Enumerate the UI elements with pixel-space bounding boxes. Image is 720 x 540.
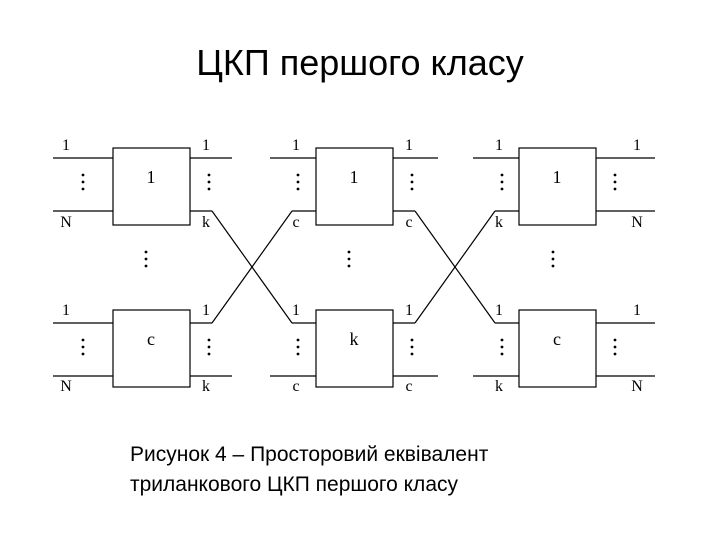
figure-caption: Рисунок 4 – Просторовий еквівалент трила… <box>130 440 590 500</box>
stage1-bottom-block-label: c <box>147 329 155 349</box>
stage1-top-in-top-label: 1 <box>62 137 70 154</box>
ellipsis-stage1-top-out <box>207 173 211 191</box>
link-2-3-up <box>414 210 496 324</box>
stage1-top-in-bottom-label: N <box>60 214 72 231</box>
ellipsis-stage1-bottom-in <box>81 338 85 356</box>
stage3-top-block-label: 1 <box>553 167 562 187</box>
stage3-bottom-in-top-label: 1 <box>495 302 503 319</box>
stage3-top-out-bottom-label: N <box>631 214 643 231</box>
stage3-top-in-top-label: 1 <box>495 137 503 154</box>
stage1-bottom-in-top-label: 1 <box>62 302 70 319</box>
ellipsis-stage3-bottom-out <box>613 338 617 356</box>
stage1-top-block-label: 1 <box>147 167 156 187</box>
stage1-top-block <box>112 147 191 226</box>
ellipsis-stage1-top-in <box>81 173 85 191</box>
ellipsis-stage3-top-out <box>613 173 617 191</box>
stage1-top-out-bottom-label: k <box>202 214 210 231</box>
stage2-bottom-in-bottom-label: c <box>292 378 299 395</box>
stage1-bottom-out-top-label: 1 <box>202 302 210 319</box>
stage2-top-in-bottom-label: c <box>292 214 299 231</box>
ellipsis-stage2-top-in <box>296 173 300 191</box>
link-1-2-up <box>211 210 293 324</box>
ellipsis-stage2-between-blocks <box>347 250 351 268</box>
stage2-bottom-in-top-label: 1 <box>292 302 300 319</box>
stage3-top-out-top-label: 1 <box>633 137 641 154</box>
stage3-bottom-block-label: c <box>553 329 561 349</box>
caption-line-1: Рисунок 4 – Просторовий еквівалент <box>130 443 489 466</box>
stage1-bottom-in-bottom-label: N <box>60 378 72 395</box>
ellipsis-stage3-top-in <box>500 173 504 191</box>
stage3-bottom-block <box>518 309 597 388</box>
ellipsis-stage3-bottom-in <box>500 338 504 356</box>
ellipsis-stage1-between-blocks <box>144 250 148 268</box>
stage3-bottom-in-bottom-label: k <box>495 378 503 395</box>
stage1-top-out-top-label: 1 <box>202 137 210 154</box>
stage3-bottom-out-bottom-label: N <box>631 378 643 395</box>
page-title: ЦКП першого класу <box>196 42 524 83</box>
stage3-bottom-out-top-label: 1 <box>633 302 641 319</box>
stage3-top-in-bottom-label: k <box>495 214 503 231</box>
ellipsis-stage2-top-out <box>410 173 414 191</box>
stage2-bottom-block <box>315 309 394 388</box>
stage2-top-in-top-label: 1 <box>292 137 300 154</box>
stage2-top-out-top-label: 1 <box>405 137 413 154</box>
stage2-top-block <box>315 147 394 226</box>
stage1-bottom-out-bottom-label: k <box>202 378 210 395</box>
stage1-bottom-block <box>112 309 191 388</box>
ellipsis-stage2-bottom-in <box>296 338 300 356</box>
stage3-top-block <box>518 147 597 226</box>
caption-line-2: триланкового ЦКП першого класу <box>130 473 458 496</box>
stage2-bottom-block-label: k <box>350 329 359 349</box>
stage2-top-out-bottom-label: c <box>405 214 412 231</box>
stage2-bottom-out-bottom-label: c <box>405 378 412 395</box>
ellipsis-stage2-bottom-out <box>410 338 414 356</box>
ellipsis-stage3-between-blocks <box>551 250 555 268</box>
stage2-top-block-label: 1 <box>350 167 359 187</box>
ellipsis-stage1-bottom-out <box>207 338 211 356</box>
stage2-bottom-out-top-label: 1 <box>405 302 413 319</box>
